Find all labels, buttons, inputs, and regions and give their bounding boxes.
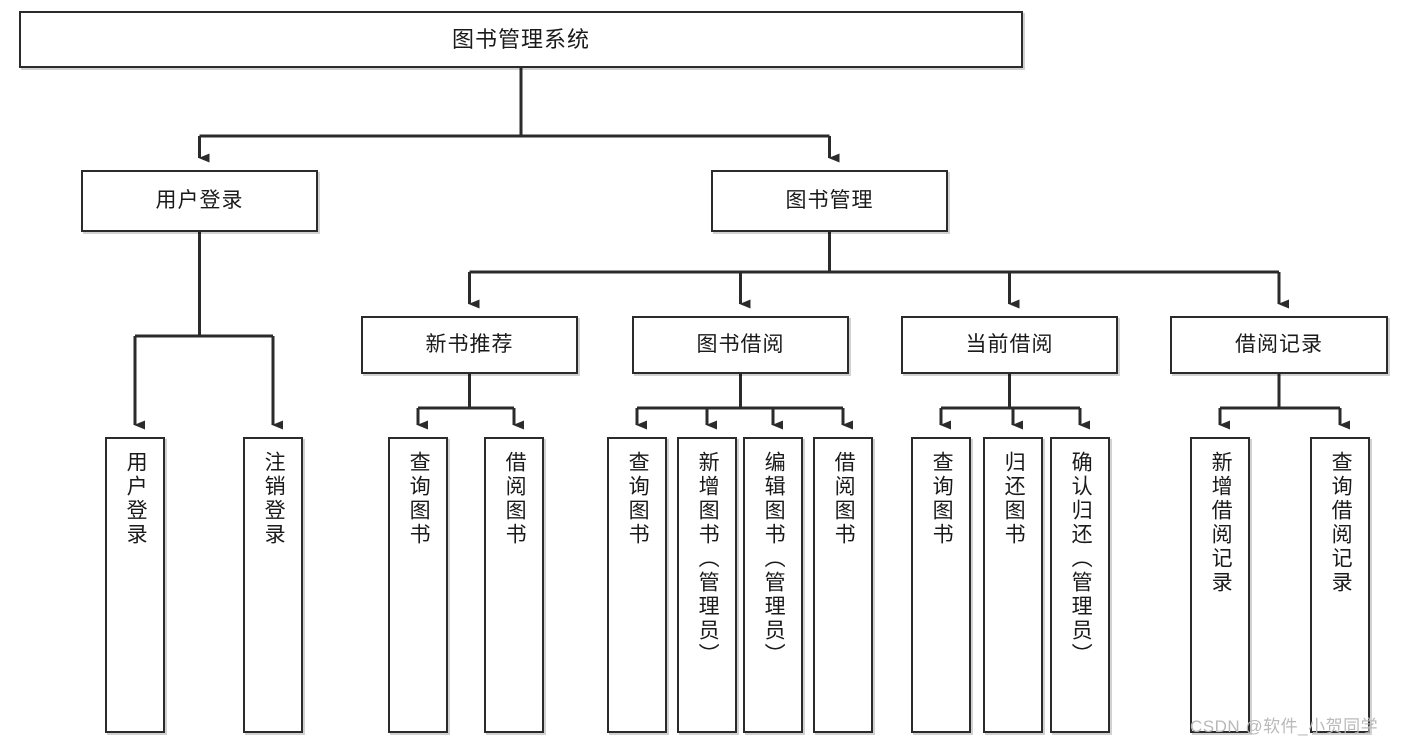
node-label-borrow-record: 借阅记录 xyxy=(1235,332,1323,356)
node-leaf-user-logout[interactable]: 注销登录 xyxy=(243,437,303,733)
node-leaf-cb-confirm[interactable]: 确认归还（管理员） xyxy=(1050,437,1110,733)
node-book-manage[interactable]: 图书管理 xyxy=(711,170,948,232)
node-label-leaf-rec-query: 查询图书 xyxy=(407,451,431,547)
node-label-leaf-cb-return: 归还图书 xyxy=(1002,451,1026,547)
node-leaf-cb-query[interactable]: 查询图书 xyxy=(911,437,971,733)
node-label-leaf-br-query: 查询借阅记录 xyxy=(1329,451,1353,595)
node-label-leaf-bb-borrow: 借阅图书 xyxy=(832,451,856,547)
node-root[interactable]: 图书管理系统 xyxy=(19,11,1023,68)
node-label-user-login: 用户登录 xyxy=(155,188,244,212)
node-label-leaf-bb-edit: 编辑图书（管理员） xyxy=(762,451,786,667)
node-label-leaf-bb-add: 新增图书（管理员） xyxy=(696,451,720,667)
node-label-book-borrow: 图书借阅 xyxy=(696,332,785,356)
connector-lines xyxy=(133,68,1350,430)
node-label-leaf-rec-borrow: 借阅图书 xyxy=(503,451,527,547)
node-leaf-bb-edit[interactable]: 编辑图书（管理员） xyxy=(743,437,803,733)
node-leaf-bb-query[interactable]: 查询图书 xyxy=(607,437,667,733)
node-label-leaf-user-logout: 注销登录 xyxy=(262,451,286,547)
node-leaf-cb-return[interactable]: 归还图书 xyxy=(983,437,1043,733)
node-label-book-manage: 图书管理 xyxy=(785,188,874,212)
node-leaf-bb-borrow[interactable]: 借阅图书 xyxy=(813,437,873,733)
node-leaf-rec-query[interactable]: 查询图书 xyxy=(388,437,448,733)
node-label-root: 图书管理系统 xyxy=(451,26,590,52)
watermark-text: CSDN @软件_小贺同学 xyxy=(1190,717,1379,736)
node-leaf-user-login[interactable]: 用户登录 xyxy=(105,437,165,733)
node-label-leaf-bb-query: 查询图书 xyxy=(626,451,650,547)
node-leaf-bb-add[interactable]: 新增图书（管理员） xyxy=(677,437,737,733)
node-current-borrow[interactable]: 当前借阅 xyxy=(901,316,1118,374)
node-label-current-borrow: 当前借阅 xyxy=(965,332,1054,356)
node-leaf-br-query[interactable]: 查询借阅记录 xyxy=(1310,437,1370,733)
node-leaf-rec-borrow[interactable]: 借阅图书 xyxy=(484,437,544,733)
node-label-leaf-user-login: 用户登录 xyxy=(124,451,148,547)
node-new-book-rec[interactable]: 新书推荐 xyxy=(361,316,578,374)
node-leaf-br-add[interactable]: 新增借阅记录 xyxy=(1190,437,1250,733)
node-label-new-book-rec: 新书推荐 xyxy=(425,332,514,356)
node-label-leaf-cb-query: 查询图书 xyxy=(930,451,954,547)
node-user-login[interactable]: 用户登录 xyxy=(81,170,318,232)
node-book-borrow[interactable]: 图书借阅 xyxy=(632,316,849,374)
node-label-leaf-cb-confirm: 确认归还（管理员） xyxy=(1069,451,1093,667)
node-label-leaf-br-add: 新增借阅记录 xyxy=(1209,451,1233,595)
node-borrow-record[interactable]: 借阅记录 xyxy=(1170,316,1388,374)
